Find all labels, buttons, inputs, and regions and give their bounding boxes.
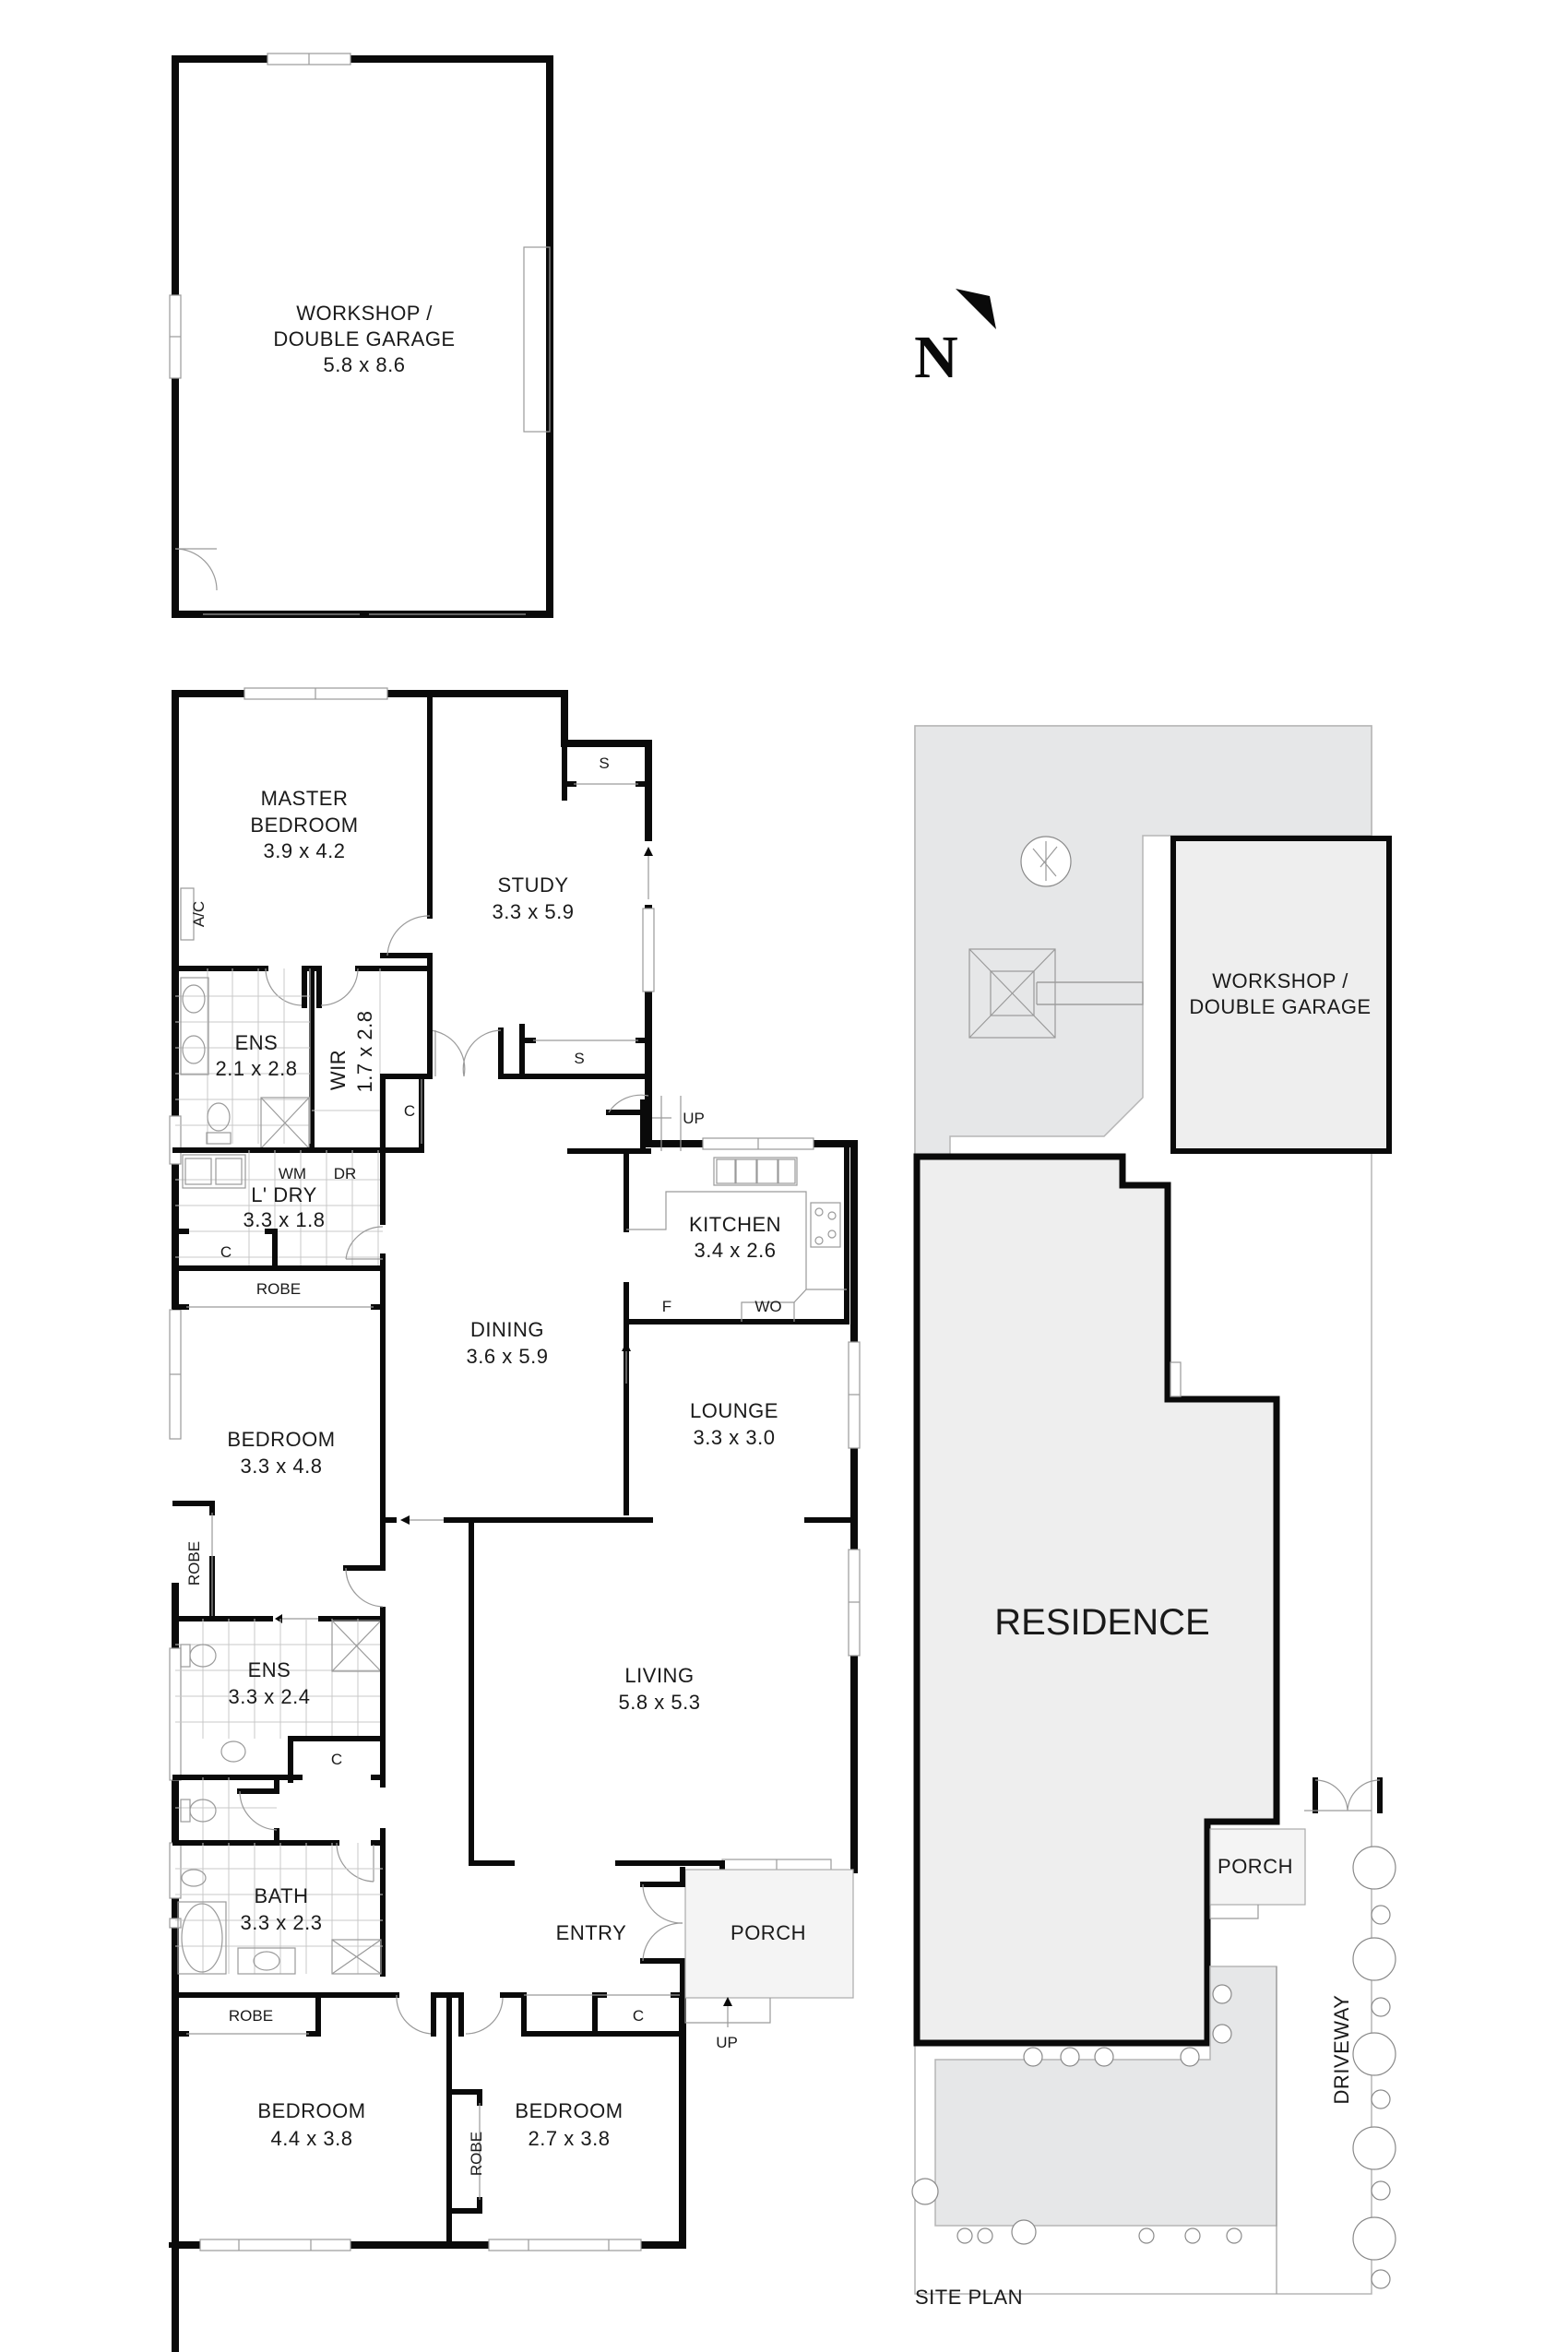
ac-label: A/C — [190, 901, 208, 927]
shrub-icon — [956, 2227, 973, 2244]
living-dims: 5.8 x 5.3 — [619, 1691, 701, 1714]
living-name: LIVING — [624, 1664, 694, 1687]
north-arrow-icon — [956, 289, 996, 329]
tree-icon — [1352, 2032, 1396, 2076]
shrub-icon — [1060, 2047, 1080, 2067]
garage-label-line1: WORKSHOP / — [296, 302, 433, 325]
laundry-wm-label: WM — [279, 1165, 306, 1182]
shrub-icon — [1023, 2047, 1043, 2067]
residence-label: RESIDENCE — [994, 1602, 1209, 1643]
entry-cupboard-label: C — [633, 2007, 644, 2025]
laundry-dims: 3.3 x 1.8 — [244, 1208, 326, 1231]
garage-label-line2: DOUBLE GARAGE — [273, 327, 455, 350]
study-shelf-bottom-label: S — [574, 1050, 584, 1067]
bedroom4-robe-label: ROBE — [468, 2132, 485, 2176]
up-label-front: UP — [716, 2034, 738, 2051]
shrub-icon — [1371, 1905, 1391, 1925]
kitchen-fridge-label: F — [662, 1298, 671, 1315]
master-bedroom-name-line1: MASTER — [261, 787, 349, 810]
laundry-name: L' DRY — [251, 1183, 317, 1206]
bedroom2-name: BEDROOM — [227, 1428, 335, 1451]
tree-icon — [1352, 1846, 1396, 1890]
north-arrow: N — [914, 289, 996, 391]
site-garage-label-line2: DOUBLE GARAGE — [1189, 995, 1371, 1018]
shrubs — [911, 1846, 1396, 2289]
garage-dims: 5.8 x 8.6 — [324, 353, 406, 376]
site-garage-building — [1170, 836, 1392, 1154]
site-garage-label-line1: WORKSHOP / — [1212, 969, 1348, 992]
site-porch-label: PORCH — [1218, 1855, 1293, 1878]
shrub-icon — [1371, 2269, 1391, 2289]
dining-dims: 3.6 x 5.9 — [467, 1345, 549, 1368]
bedroom3-dims: 4.4 x 3.8 — [271, 2127, 353, 2150]
north-label: N — [914, 324, 958, 391]
ensuite-1-tiles — [175, 968, 311, 1144]
site-plan-title: SITE PLAN — [915, 2286, 1023, 2309]
house-plan: A/C S S ENS 2.1 x 2.8 — [169, 687, 861, 2352]
shrub-icon — [1371, 2180, 1391, 2201]
laundry-cupboard-label: C — [220, 1243, 232, 1261]
tree-icon — [1352, 1937, 1396, 1981]
porch-area — [684, 1869, 854, 1999]
ensuite-2-tiles — [175, 1619, 383, 1739]
wir-cupboard-label: C — [404, 1102, 415, 1120]
bedroom4-name: BEDROOM — [515, 2099, 623, 2122]
bedroom2-dims: 3.3 x 4.8 — [241, 1455, 323, 1478]
shrub-icon — [1371, 1997, 1391, 2017]
tree-icon — [1352, 2216, 1396, 2261]
shrub-icon — [1212, 2024, 1232, 2044]
ens1-dims: 2.1 x 2.8 — [216, 1057, 298, 1080]
study-shelf-top-label: S — [599, 754, 609, 772]
ens2-name: ENS — [248, 1658, 291, 1681]
bath-dims: 3.3 x 2.3 — [241, 1911, 323, 1934]
laundry-dr-label: DR — [334, 1165, 357, 1182]
shrub-icon — [977, 2227, 993, 2244]
tree-icon — [911, 2178, 939, 2205]
garage-plan: WORKSHOP / DOUBLE GARAGE 5.8 x 8.6 — [169, 53, 553, 618]
up-label-rear: UP — [683, 1110, 705, 1127]
shrub-icon — [1094, 2047, 1114, 2067]
tree-icon — [1011, 2219, 1037, 2245]
driveway-label: DRIVEWAY — [1330, 1995, 1353, 2105]
shrub-icon — [1226, 2227, 1242, 2244]
kitchen-wall-oven-label: WO — [754, 1298, 781, 1315]
shrub-icon — [1138, 2227, 1155, 2244]
wir-name: WIR — [327, 1050, 350, 1090]
kitchen-dims: 3.4 x 2.6 — [695, 1239, 777, 1262]
shrub-icon — [1371, 2089, 1391, 2109]
lounge-name: LOUNGE — [690, 1399, 778, 1422]
laundry-tiles — [175, 1150, 383, 1268]
bedroom2-side-robe-label: ROBE — [185, 1541, 203, 1586]
lounge-dims: 3.3 x 3.0 — [694, 1426, 776, 1449]
kitchen-name: KITCHEN — [689, 1213, 781, 1236]
wir-dims: 1.7 x 2.8 — [353, 1011, 376, 1093]
bath-tiles — [175, 1843, 383, 1974]
bedroom2-robe-label: ROBE — [256, 1280, 301, 1298]
porch-name: PORCH — [731, 1921, 806, 1944]
dining-name: DINING — [470, 1318, 544, 1341]
shrub-icon — [1212, 1984, 1232, 2004]
bedroom3-robe-label: ROBE — [229, 2007, 273, 2025]
entry-name: ENTRY — [556, 1921, 627, 1944]
ens2-cupboard-label: C — [331, 1751, 342, 1768]
master-bedroom-dims: 3.9 x 4.2 — [264, 839, 346, 862]
master-bedroom-name-line2: BEDROOM — [250, 814, 358, 837]
ens1-name: ENS — [235, 1031, 279, 1054]
shrub-icon — [1184, 2227, 1201, 2244]
bath-name: BATH — [254, 1884, 308, 1907]
study-dims: 3.3 x 5.9 — [493, 900, 575, 923]
bedroom3-name: BEDROOM — [257, 2099, 365, 2122]
site-plan: WORKSHOP / DOUBLE GARAGE RESIDENCE PORCH… — [911, 725, 1396, 2309]
ens2-dims: 3.3 x 2.4 — [229, 1685, 311, 1708]
shrub-icon — [1180, 2047, 1200, 2067]
gazebo — [968, 948, 1144, 1039]
residence-building — [913, 1153, 1280, 2047]
bedroom4-dims: 2.7 x 3.8 — [529, 2127, 611, 2150]
tree-icon — [1352, 2126, 1396, 2170]
study-name: STUDY — [497, 873, 568, 897]
